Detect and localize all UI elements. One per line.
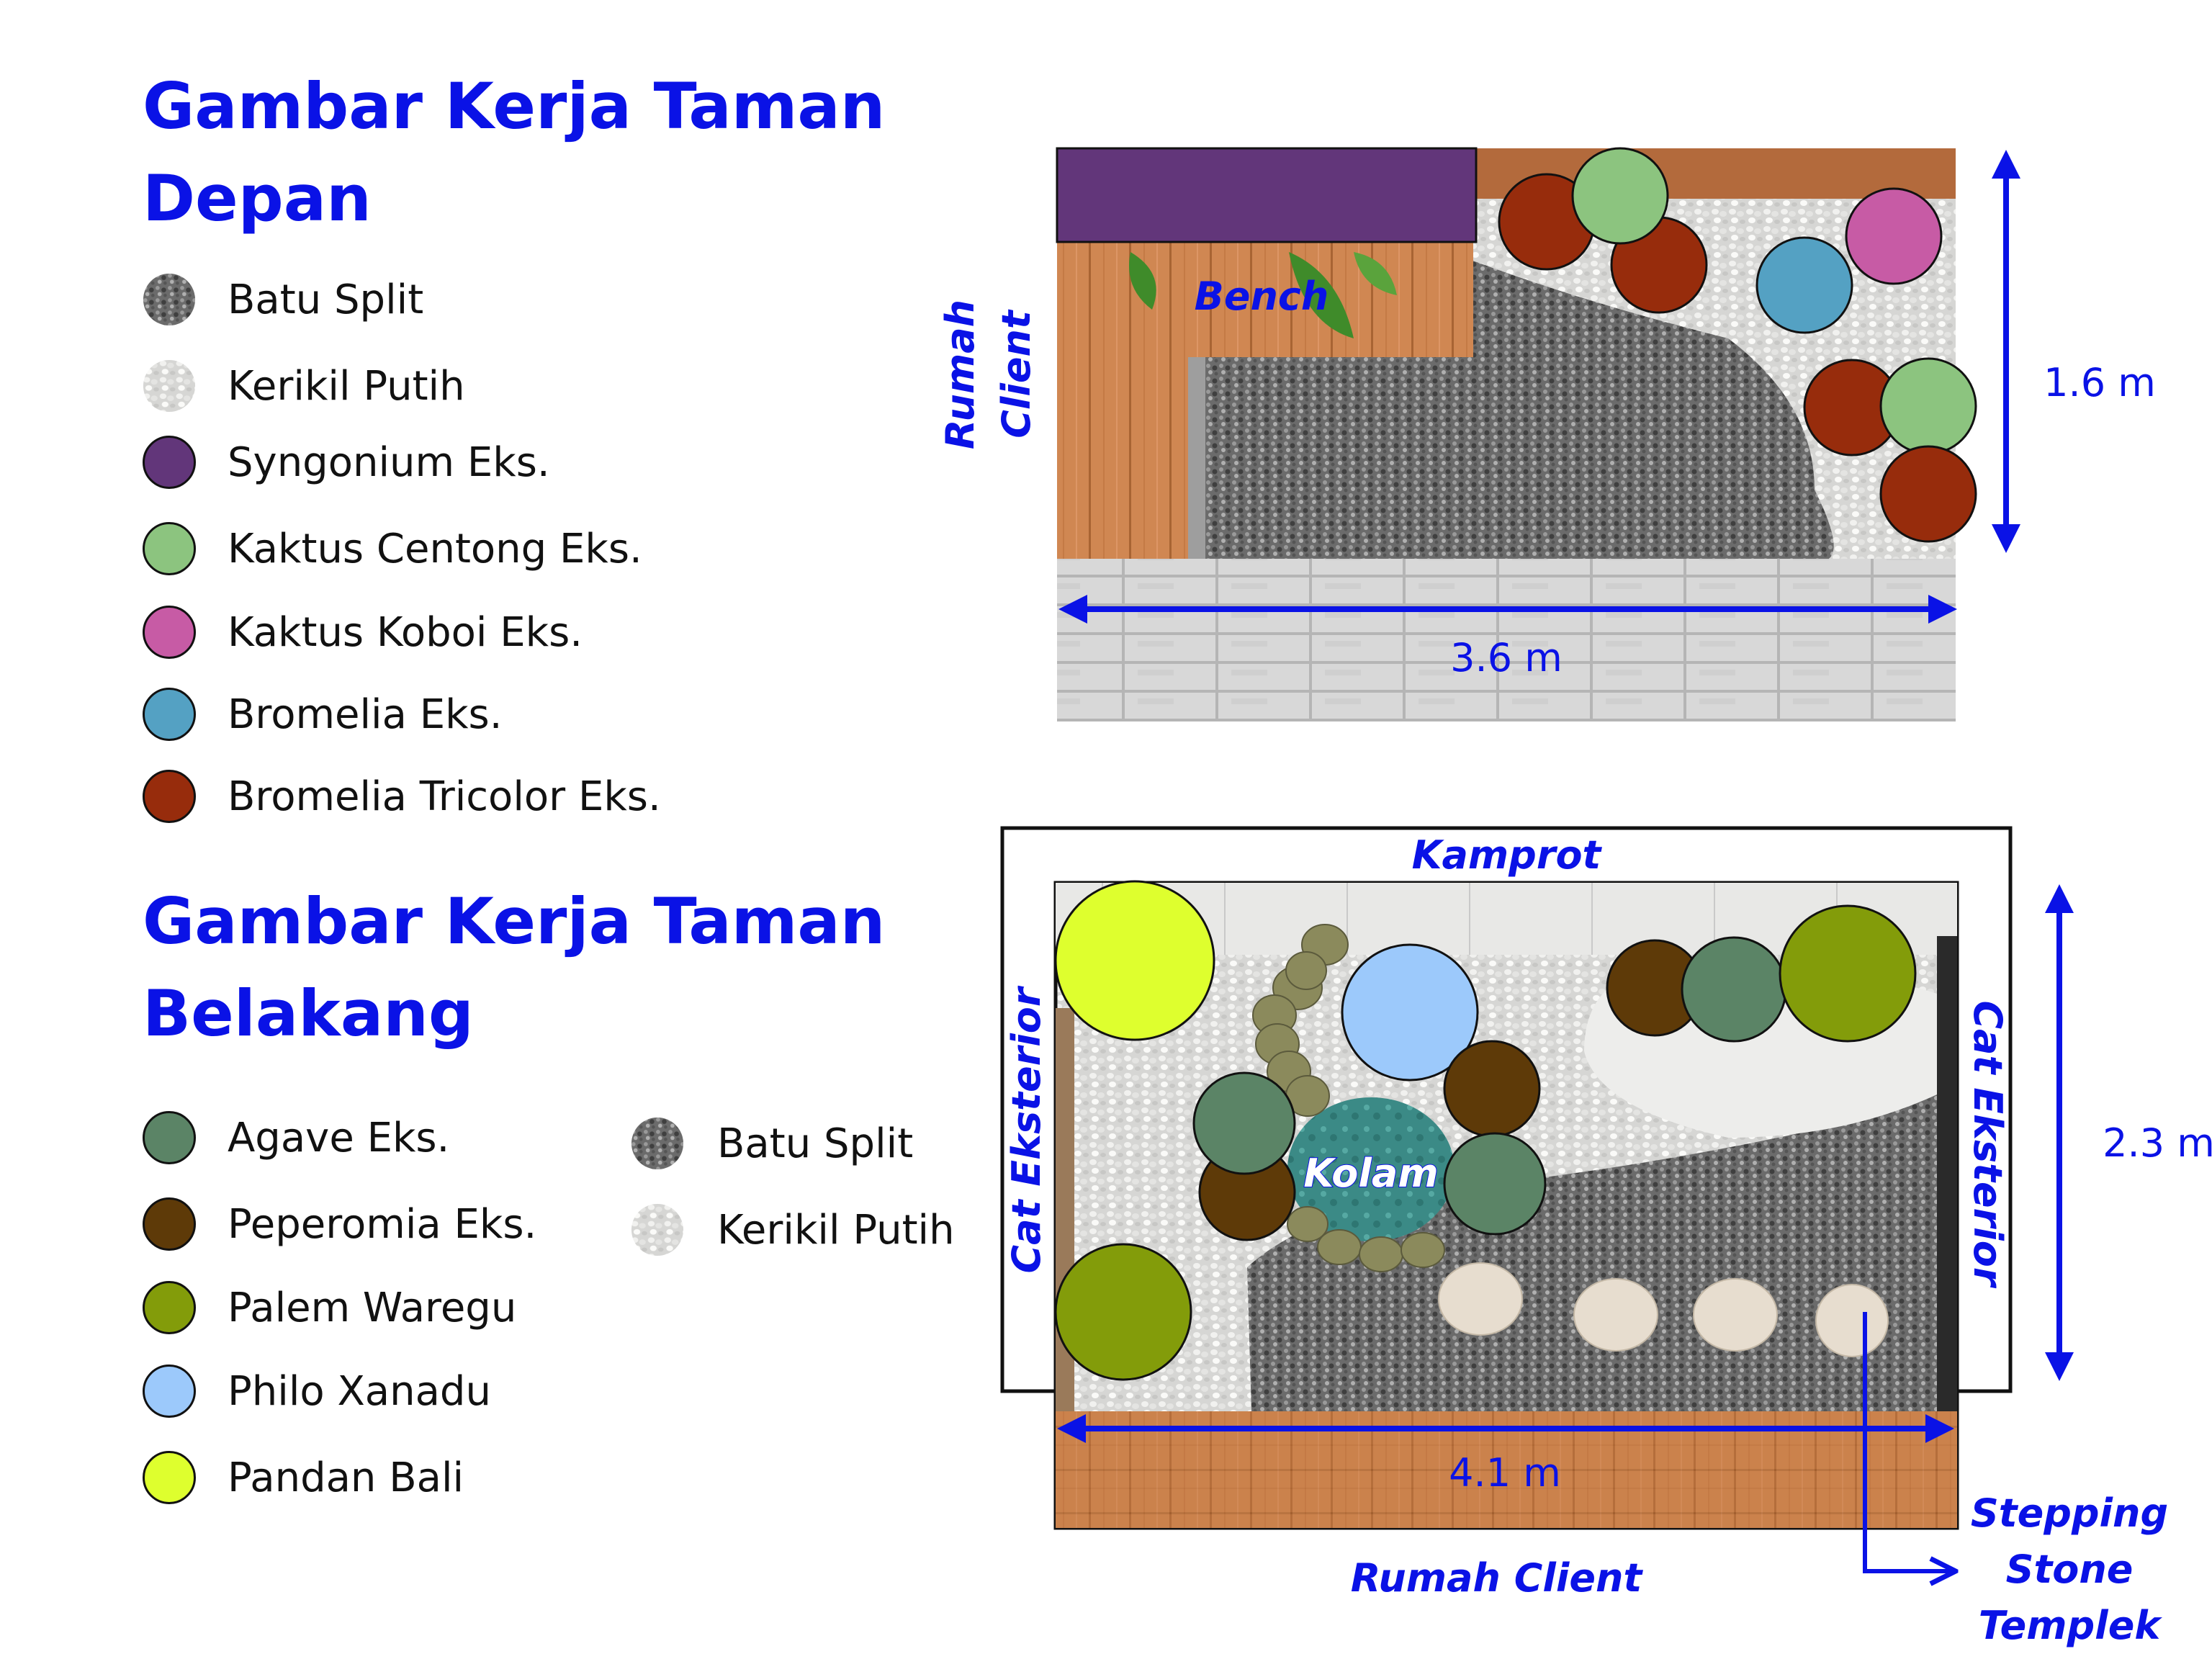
peperomia-swatch <box>143 1197 196 1251</box>
legend-kerikil-putih: Kerikil Putih <box>143 357 465 415</box>
front-title-line1: Gambar Kerja Taman <box>143 69 886 143</box>
legend-label: Batu Split <box>717 1120 914 1167</box>
pond-label: Kolam <box>1303 1151 1438 1196</box>
legend-palem-waregu: Palem Waregu <box>143 1279 516 1336</box>
bromelia-tricolor-swatch <box>143 770 196 823</box>
front-paving <box>1057 559 1956 721</box>
back-stepping-stones <box>1438 1262 1889 1357</box>
legend-batu-split: Batu Split <box>143 271 423 328</box>
legend-label: Palem Waregu <box>228 1284 517 1331</box>
stepping-stone-leader <box>1863 1312 1956 1571</box>
front-depth-label: 1.6 m <box>2044 360 2156 405</box>
front-bench-deck <box>1057 242 1473 559</box>
legend-label: Bromelia Eks. <box>228 691 503 738</box>
batu-split-swatch-icon <box>143 273 196 326</box>
plant-peperomia <box>1443 1040 1541 1138</box>
legend-batu-split-back: Batu Split <box>631 1115 913 1172</box>
front-house-label-line1: Rumah <box>938 300 983 449</box>
plant-bromelia-tricolor <box>1879 445 1977 543</box>
legend-agave: Agave Eks. <box>143 1109 449 1166</box>
front-plants <box>1498 147 1977 543</box>
legend-bromelia-tricolor: Bromelia Tricolor Eks. <box>143 768 661 825</box>
plant-philo-xanadu <box>1341 943 1479 1082</box>
plant-kaktus-koboi <box>1845 187 1943 285</box>
stepping-label-line3: Templek <box>1979 1603 2163 1648</box>
batu-split-swatch-icon <box>631 1117 684 1170</box>
pandan-bali-swatch <box>143 1451 196 1504</box>
palem-waregu-swatch <box>143 1281 196 1334</box>
philo-xanadu-swatch <box>143 1364 196 1418</box>
back-pond <box>1252 924 1455 1272</box>
back-width-label: 4.1 m <box>1449 1450 1561 1496</box>
front-house-label-line2: Client <box>994 309 1039 439</box>
front-annotations: Bench Rumah Client 3.6 m 1.6 m <box>938 150 2156 680</box>
legend-syngonium: Syngonium Eks. <box>143 433 550 491</box>
legend-peperomia: Peperomia Eks. <box>143 1195 536 1253</box>
plant-agave <box>1681 936 1787 1043</box>
left-wall-label: Cat Eksterior <box>1004 985 1049 1273</box>
legend-kaktus-koboi: Kaktus Koboi Eks. <box>143 603 583 661</box>
plant-palem-waregu <box>1054 1243 1192 1381</box>
legend-label: Kerikil Putih <box>717 1206 955 1254</box>
back-depth-label: 2.3 m <box>2103 1120 2212 1166</box>
front-leaf-decor <box>1129 252 1397 338</box>
legend-kaktus-centong: Kaktus Centong Eks. <box>143 520 642 577</box>
legend-label: Kaktus Koboi Eks. <box>228 608 583 656</box>
legend-bromelia: Bromelia Eks. <box>143 685 503 743</box>
plant-bromelia <box>1755 236 1853 334</box>
legend-kerikil-putih-back: Kerikil Putih <box>631 1201 955 1259</box>
back-house-label: Rumah Client <box>1351 1555 1644 1601</box>
legend-label: Syngonium Eks. <box>228 439 550 486</box>
front-bench-edge <box>1188 357 1205 562</box>
syngonium-swatch <box>143 436 196 489</box>
plant-pandan-bali <box>1054 880 1215 1041</box>
legend-label: Philo Xanadu <box>228 1367 491 1415</box>
plant-kaktus-centong <box>1571 147 1669 245</box>
front-title-line2: Depan <box>143 161 372 235</box>
legend-label: Kerikil Putih <box>228 362 465 410</box>
plant-palem-waregu <box>1779 904 1917 1043</box>
back-title-line1: Gambar Kerja Taman <box>143 884 886 958</box>
back-annotations: Kamprot Cat Eksterior Cat Eksterior Kola… <box>1004 832 2212 1648</box>
back-plan: Kamprot Cat Eksterior Cat Eksterior Kola… <box>1000 826 2212 1648</box>
back-plants <box>1054 880 1917 1381</box>
legend-label: Agave Eks. <box>228 1114 450 1161</box>
legend-label: Peperomia Eks. <box>228 1200 537 1248</box>
kamprot-label: Kamprot <box>1412 832 1603 878</box>
front-plan: Bench Rumah Client 3.6 m 1.6 m <box>938 147 2156 721</box>
kaktus-koboi-swatch <box>143 606 196 659</box>
kaktus-centong-swatch <box>143 522 196 575</box>
kerikil-putih-swatch-icon <box>631 1203 684 1256</box>
plant-agave <box>1443 1132 1547 1236</box>
legend-label: Batu Split <box>228 276 424 323</box>
agave-swatch <box>143 1111 196 1164</box>
right-wall-label: Cat Eksterior <box>1965 1001 2010 1289</box>
kerikil-putih-swatch-icon <box>143 359 196 413</box>
legend-label: Kaktus Centong Eks. <box>228 525 642 572</box>
stepping-label-line1: Stepping <box>1971 1491 2168 1536</box>
back-right-border <box>1937 936 1957 1411</box>
front-syngonium-bed <box>1056 147 1478 243</box>
bromelia-swatch <box>143 688 196 741</box>
bench-label: Bench <box>1195 274 1329 319</box>
back-title-line2: Belakang <box>143 976 474 1051</box>
stepping-label-line2: Stone <box>2006 1547 2134 1592</box>
plant-agave <box>1192 1071 1296 1175</box>
legend-pandan-bali: Pandan Bali <box>143 1449 464 1506</box>
legend-philo-xanadu: Philo Xanadu <box>143 1362 491 1420</box>
legend-label: Bromelia Tricolor Eks. <box>228 773 661 820</box>
legend-label: Pandan Bali <box>228 1454 464 1501</box>
front-width-label: 3.6 m <box>1450 635 1563 680</box>
plant-kaktus-centong <box>1879 357 1977 455</box>
